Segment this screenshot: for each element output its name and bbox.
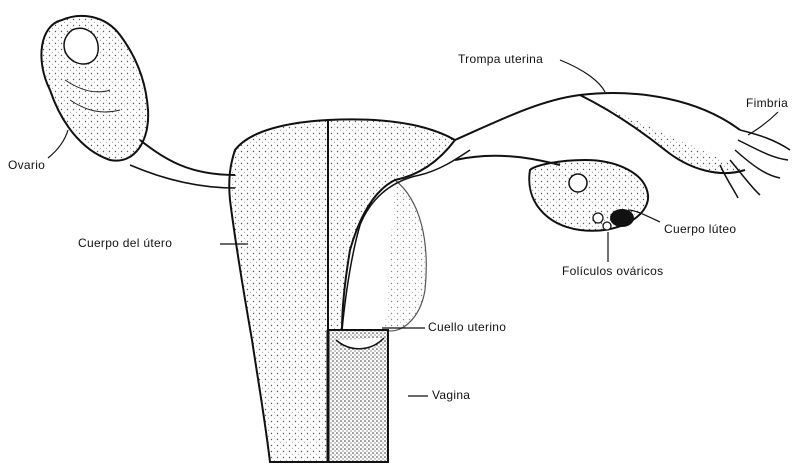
right-ovary xyxy=(529,160,648,231)
left-ovary xyxy=(41,16,148,161)
label-cuello-uterino: Cuello uterino xyxy=(428,320,506,334)
left-ligament xyxy=(140,140,235,175)
vagina xyxy=(328,330,388,462)
label-cuerpo-luteo: Cuerpo lúteo xyxy=(664,222,736,236)
label-ovario: Ovario xyxy=(8,158,45,172)
label-cuerpo-del-utero: Cuerpo del útero xyxy=(78,236,172,250)
label-foliculos-ovaricos: Folículos ováricos xyxy=(562,264,663,278)
uterus-section xyxy=(328,119,470,331)
label-trompa-uterina: Trompa uterina xyxy=(458,52,543,66)
label-vagina: Vagina xyxy=(432,388,470,402)
label-fimbria: Fimbria xyxy=(746,96,788,110)
uterus-body xyxy=(229,120,328,462)
